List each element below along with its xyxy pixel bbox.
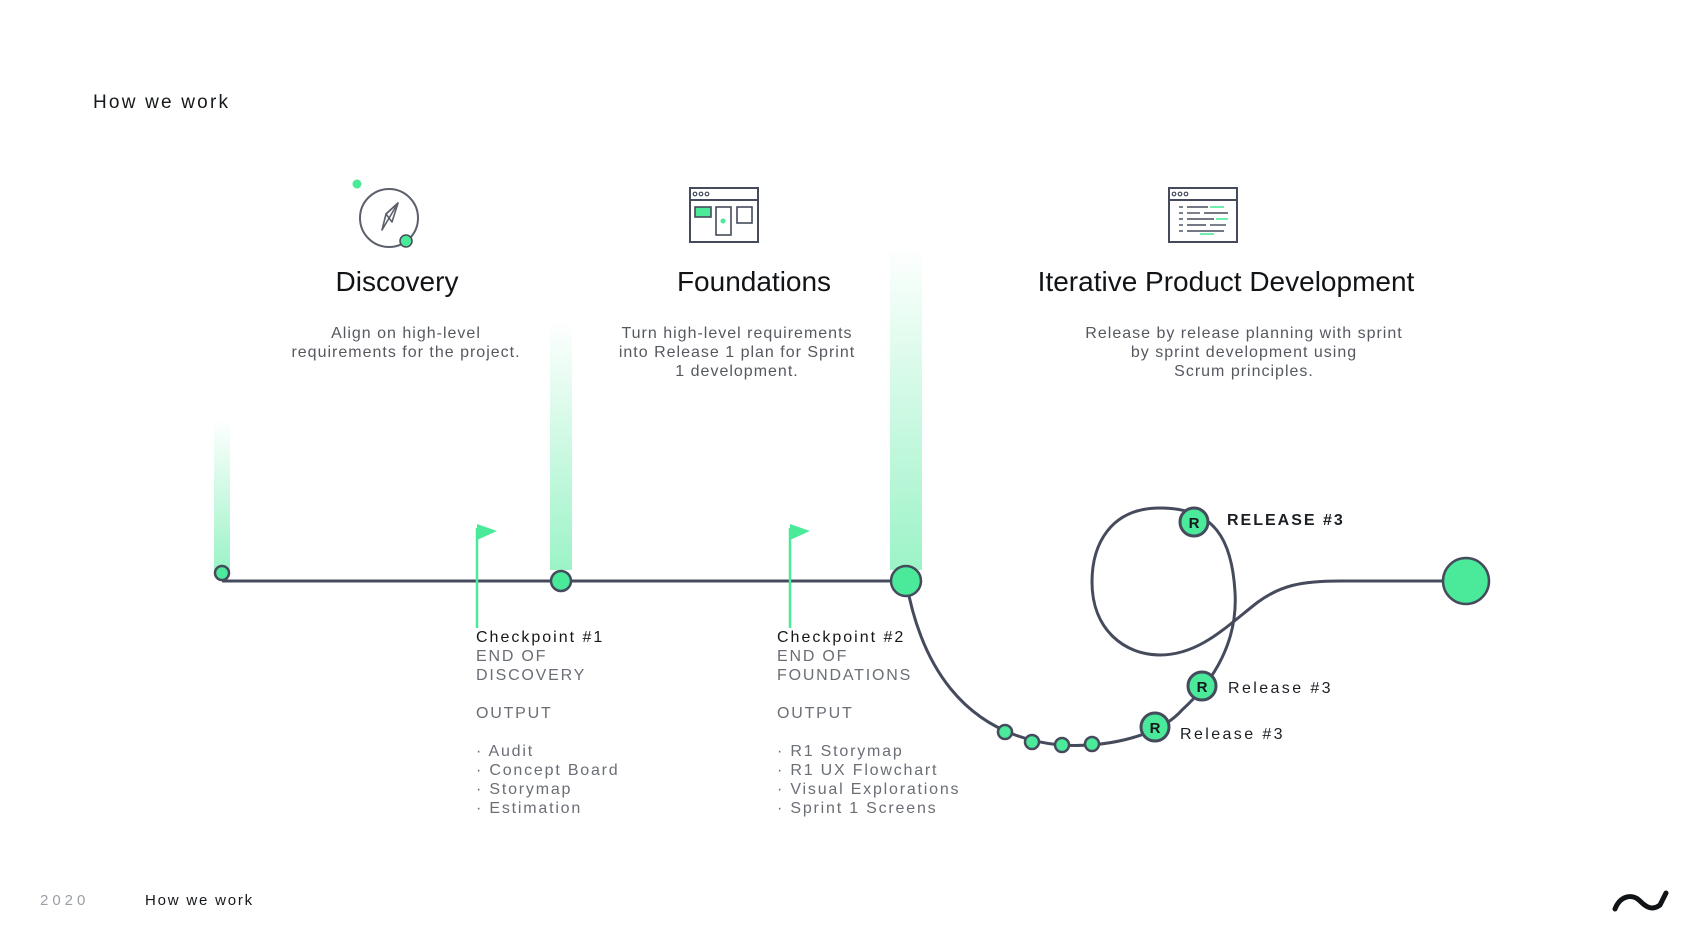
checkpoint-title: Checkpoint #1 — [476, 629, 605, 646]
phase-title-foundations: Foundations — [676, 266, 832, 297]
release-marker-top: R — [1178, 506, 1210, 538]
checkpoint-2-details: Checkpoint #2 END OF FOUNDATIONS OUTPUT … — [777, 628, 960, 818]
page-title: How we work — [93, 92, 231, 113]
glow-beam-checkpoint-2 — [890, 245, 922, 570]
release-marker-letter: R — [1197, 679, 1208, 696]
end-node — [1441, 556, 1491, 606]
timeline-start-node — [213, 564, 231, 582]
output-item: Concept Board — [476, 761, 620, 780]
checkpoint-2-node — [889, 564, 923, 598]
output-item: R1 Storymap — [777, 742, 960, 761]
iterative-path — [904, 506, 1468, 747]
output-item: Storymap — [476, 780, 620, 799]
release-marker-letter: R — [1150, 720, 1161, 737]
release-marker-bottom: R — [1139, 711, 1171, 743]
checkpoint-title: Checkpoint #2 — [777, 629, 906, 646]
release-label-top: RELEASE #3 — [1227, 512, 1345, 529]
release-label-middle: Release #3 — [1228, 680, 1333, 697]
checkpoint-2-flag — [788, 524, 810, 628]
checkpoint-output-label: OUTPUT — [777, 705, 854, 722]
output-item: Audit — [476, 742, 620, 761]
sprint-node — [1053, 736, 1071, 754]
release-marker-letter: R — [1189, 515, 1200, 532]
checkpoint-end-label: FOUNDATIONS — [777, 667, 913, 684]
output-item: R1 UX Flowchart — [777, 761, 960, 780]
checkpoint-end-label: DISCOVERY — [476, 667, 587, 684]
output-item: Visual Explorations — [777, 780, 960, 799]
checkpoint-1-flag — [475, 524, 497, 628]
sprint-node — [1083, 735, 1101, 753]
footer-year: 2020 — [40, 892, 90, 909]
phase-title-discovery: Discovery — [335, 266, 459, 297]
release-label-bottom: Release #3 — [1180, 726, 1285, 743]
glow-beam-start — [214, 420, 230, 570]
output-item: Sprint 1 Screens — [777, 799, 960, 818]
phase-description-foundations: Turn high-level requirements into Releas… — [618, 325, 856, 380]
phase-title-iterative: Iterative Product Development — [1037, 266, 1415, 297]
sprint-node — [996, 723, 1014, 741]
checkpoint-1-node — [549, 569, 573, 593]
checkpoint-end-label: END OF — [777, 648, 849, 665]
footer-title: How we work — [145, 892, 254, 909]
phase-description-discovery: Align on high-level requirements for the… — [291, 325, 521, 361]
compass-icon — [352, 179, 419, 248]
checkpoint-end-label: END OF — [476, 648, 548, 665]
release-marker-middle: R — [1186, 670, 1218, 702]
phase-description-iterative: Release by release planning with sprint … — [1085, 325, 1403, 380]
glow-beam-checkpoint-1 — [550, 320, 572, 570]
checkpoint-1-details: Checkpoint #1 END OF DISCOVERY OUTPUT Au… — [476, 628, 620, 818]
output-item: Estimation — [476, 799, 620, 818]
sprint-node — [1023, 733, 1041, 751]
document-list-icon — [1168, 187, 1238, 243]
brand-logo-icon — [1612, 890, 1669, 912]
wireframe-board-icon — [689, 187, 759, 243]
checkpoint-output-label: OUTPUT — [476, 705, 553, 722]
